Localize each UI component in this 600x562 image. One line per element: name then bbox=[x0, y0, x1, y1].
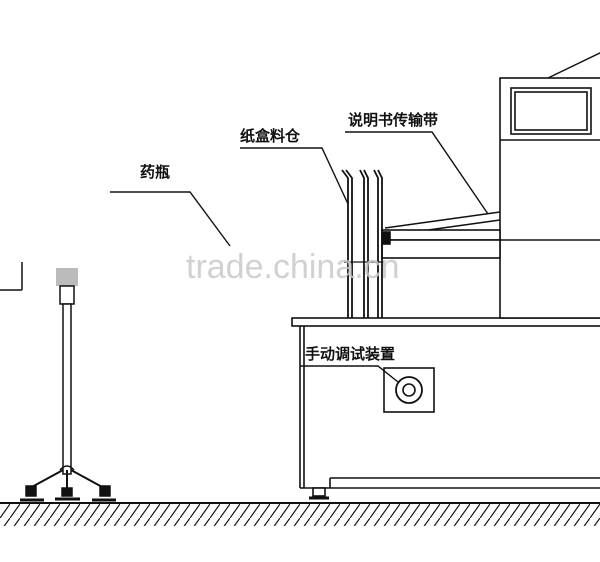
table-plate bbox=[291, 317, 600, 327]
stand-head bbox=[59, 285, 75, 305]
watermark-text: trade.china.cn bbox=[186, 248, 400, 286]
carton-magazine-rails bbox=[341, 169, 384, 318]
label-manual-adjust: 手动调试装置 bbox=[305, 345, 395, 363]
bottle-stand bbox=[20, 268, 116, 502]
leader-conveyor bbox=[345, 131, 489, 215]
stand-foot-left bbox=[25, 485, 37, 497]
display-screen bbox=[510, 87, 592, 135]
leader-manual bbox=[300, 365, 399, 383]
label-bottle: 药瓶 bbox=[140, 163, 170, 181]
handwheel-icon bbox=[383, 367, 435, 413]
control-tower bbox=[499, 77, 600, 319]
stand-foot-right bbox=[99, 485, 111, 497]
leader-carton bbox=[240, 147, 349, 205]
left-edge-fragment bbox=[0, 262, 23, 291]
leader-lines bbox=[110, 52, 600, 383]
label-carton-magazine: 纸盒料仓 bbox=[240, 127, 301, 145]
leader-bottle bbox=[110, 191, 231, 247]
stand-top-cap bbox=[56, 268, 78, 286]
leader-top-right bbox=[547, 52, 600, 79]
label-leaflet-conveyor: 说明书传输带 bbox=[348, 111, 438, 129]
stand-pole bbox=[62, 303, 72, 475]
stand-foot-center bbox=[61, 487, 73, 497]
conveyor-assembly bbox=[381, 211, 501, 259]
machine-body bbox=[291, 317, 600, 500]
ground bbox=[0, 502, 600, 526]
